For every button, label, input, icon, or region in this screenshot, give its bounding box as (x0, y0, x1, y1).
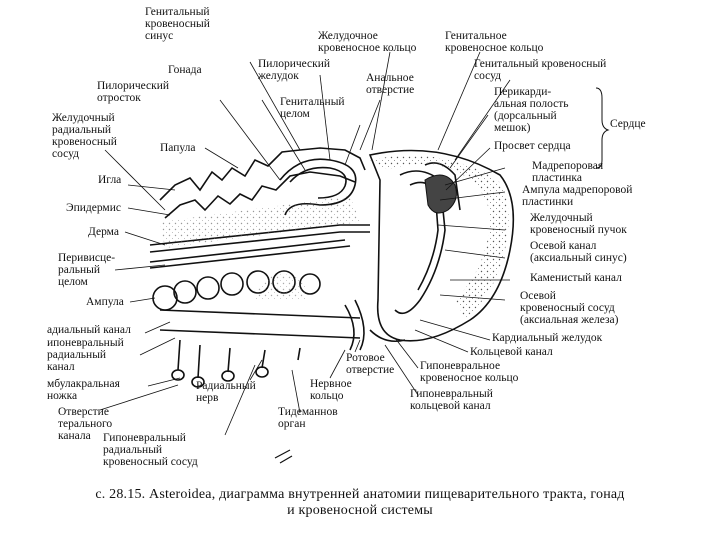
label-ring-canal: Кольцевой канал (470, 346, 553, 358)
label-lateral-pore: Отверстие терального канала (58, 406, 113, 442)
label-tiedemann: Тидеманнов орган (278, 406, 338, 430)
label-mouth: Ротовое отверстие (346, 352, 395, 376)
label-radial-nerve: Радиальный нерв (196, 380, 256, 404)
leader-lines (99, 51, 511, 436)
label-gastric-radial-vessel: Желудочный радиальный кровеносный сосуд (52, 112, 117, 160)
label-papula: Папула (160, 142, 196, 154)
label-radial-canal: адиальный канал (47, 324, 131, 336)
label-axial-canal: Осевой канал (аксиальный синус) (530, 240, 627, 264)
label-nerve-ring: Нервное кольцо (310, 378, 352, 402)
label-anal-pore: Анальное отверстие (366, 72, 415, 96)
label-pericardial: Перикарди- альная полость (дорсальный ме… (494, 86, 569, 134)
label-genital-coelom: Генитальный целом (280, 96, 345, 120)
label-genital-vessel: Генитальный кровеносный сосуд (474, 58, 607, 82)
label-hyponeural-ring-canal: Гипоневральный кольцевой канал (410, 388, 493, 412)
label-madreporite-ampulla: Ампула мадрепоровой пластинки (522, 184, 633, 208)
label-perivisceral-coelom: Перивисце- ральный целом (58, 252, 116, 288)
label-hyponeural-radial-vessel: Гипоневральный радиальный кровеносный со… (103, 432, 198, 468)
label-hyponeural-ring: Гипоневральное кровеносное кольцо (420, 360, 519, 384)
label-pyloric-stomach: Пилорический желудок (258, 58, 331, 82)
label-tube-foot: мбулакральная ножка (47, 378, 120, 402)
heart-brace (595, 87, 610, 169)
label-pyloric-duct: Пилорический отросток (97, 80, 170, 104)
heart-shape (424, 174, 457, 214)
axial-complex (394, 170, 446, 315)
scale-mark (274, 449, 293, 464)
figure-caption: с. 28.15. Asteroidea, диаграмма внутренн… (95, 487, 625, 518)
radial-canal (159, 309, 361, 339)
label-gonad: Гонада (168, 64, 202, 76)
label-heart: Сердце (610, 118, 646, 130)
label-gastric-ring: Желудочное кровеносное кольцо (318, 30, 417, 54)
label-madreporite: Мадрепоровая пластинка (532, 160, 604, 184)
label-heart-lumen: Просвет сердца (494, 140, 571, 152)
label-hyponeural-radial-canal: ипоневральный радиальный канал (47, 337, 124, 373)
arm-dorsal-wall (159, 147, 366, 201)
label-genital-sinus: Генитальный кровеносный синус (145, 6, 210, 42)
disc-outline (368, 149, 515, 342)
label-dermis: Дерма (88, 226, 119, 238)
label-cardiac-stomach: Кардиальный желудок (492, 332, 603, 344)
label-epidermis: Эпидермис (66, 202, 121, 214)
label-ampulla: Ампула (86, 296, 124, 308)
label-genital-ring: Генитальное кровеносное кольцо (445, 30, 544, 54)
label-gastric-tuft: Желудочный кровеносный пучок (530, 212, 627, 236)
label-stone-canal: Каменистый канал (530, 272, 622, 284)
label-axial-vessel: Осевой кровеносный сосуд (аксиальная жел… (520, 290, 619, 326)
label-spine: Игла (98, 174, 122, 186)
